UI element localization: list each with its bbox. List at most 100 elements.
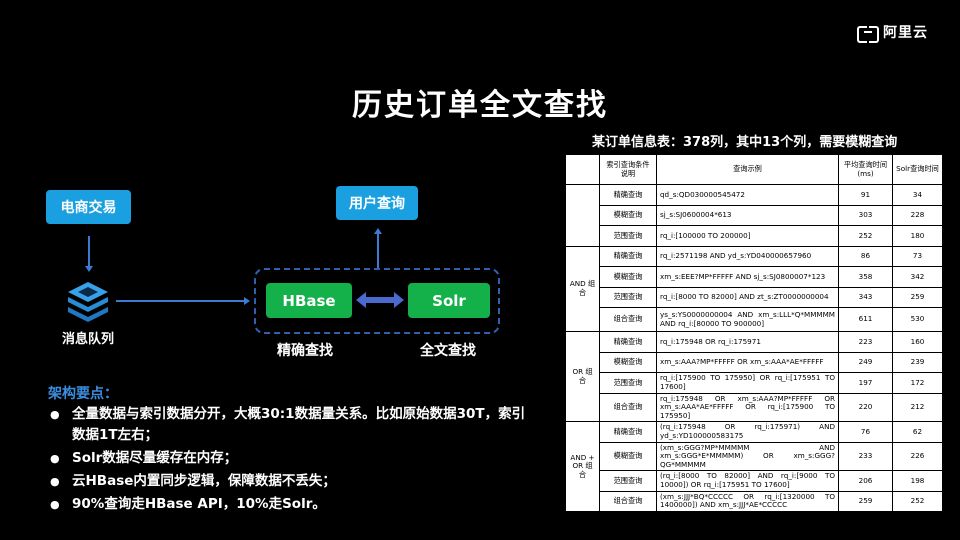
type-cell: 范围查询 xyxy=(599,225,657,247)
solr-cell: 212 xyxy=(892,392,943,422)
table-row: 精确查询 qd_s:QD030000545472 91 34 xyxy=(565,184,943,247)
table-row: OR 组合 精确查询 rq_i:175948 OR rq_i:175971 22… xyxy=(565,331,943,422)
type-cell: 精确查询 xyxy=(599,331,657,353)
brand-logo: 阿里云 xyxy=(857,22,928,43)
example-cell: rq_i:[8000 TO 82000] AND zt_s:ZT00000000… xyxy=(656,286,839,308)
example-cell: rq_i:[100000 TO 200000] xyxy=(656,225,839,247)
example-cell: rq_i:[175900 TO 175950] OR rq_i:[175951 … xyxy=(656,372,839,394)
type-cell: 模糊查询 xyxy=(599,441,657,471)
avg-cell: 303 xyxy=(838,204,893,226)
list-item: 90%查询走HBase API，10%走Solr。 xyxy=(48,494,528,515)
table-row: 范围查询 rq_i:[175900 TO 175950] OR rq_i:[17… xyxy=(566,372,943,394)
solr-cell: 259 xyxy=(892,286,943,308)
table-row: AND + OR 组合 精确查询 (rq_i:175948 OR rq_i:17… xyxy=(565,421,943,512)
avg-cell: 259 xyxy=(838,490,893,512)
example-cell: ys_s:YS0000000004 AND xm_s:LLL*Q*MMMMM A… xyxy=(656,307,839,332)
table-row: 范围查询 (rq_i:[8000 TO 82000] AND rq_i:[900… xyxy=(566,470,943,492)
avg-cell: 343 xyxy=(838,286,893,308)
avg-cell: 91 xyxy=(838,184,893,206)
type-cell: 组合查询 xyxy=(599,307,657,332)
table-row: 模糊查询 (xm_s:GGG?MP*MMMMM AND xm_s:GGG*E*M… xyxy=(566,441,943,471)
table-row: 组合查询 ys_s:YS0000000004 AND xm_s:LLL*Q*MM… xyxy=(566,307,943,332)
example-cell: qd_s:QD030000545472 xyxy=(656,184,839,206)
points-title: 架构要点： xyxy=(48,386,118,402)
avg-cell: 358 xyxy=(838,266,893,288)
aliyun-logo-icon xyxy=(857,25,879,43)
avg-cell: 197 xyxy=(838,372,893,394)
solr-cell: 228 xyxy=(892,204,943,226)
solr-cell: 252 xyxy=(892,490,943,512)
header-cell: Solr查询时间 xyxy=(892,154,943,185)
group-cell: OR 组合 xyxy=(565,331,600,422)
avg-cell: 611 xyxy=(838,307,893,332)
avg-cell: 206 xyxy=(838,470,893,492)
avg-cell: 249 xyxy=(838,351,893,373)
solr-cell: 73 xyxy=(892,245,943,267)
avg-cell: 223 xyxy=(838,331,893,353)
table-header-row: 索引查询条件说明 查询示例 平均查询时间(ms) Solr查询时间 xyxy=(565,154,943,185)
points-list: 全量数据与索引数据分开，大概30:1数据量关系。比如原始数据30T，索引数据1T… xyxy=(48,404,528,517)
avg-cell: 220 xyxy=(838,392,893,422)
example-cell: xm_s:EEE?MP*FFFFF AND sj_s:SJ0800007*123 xyxy=(656,266,839,288)
example-cell: xm_s:AAA?MP*FFFFF OR xm_s:AAA*AE*FFFFF xyxy=(656,351,839,373)
solr-cell: 180 xyxy=(892,225,943,247)
hbase-box: HBase xyxy=(266,283,352,318)
group-cell: AND + OR 组合 xyxy=(565,421,600,512)
storage-group-frame xyxy=(254,268,500,334)
table-row: AND 组合 精确查询 rq_i:2571198 AND yd_s:YD0400… xyxy=(565,245,943,332)
avg-cell: 76 xyxy=(838,421,893,443)
ecommerce-box: 电商交易 xyxy=(46,190,131,224)
sync-arrow-icon xyxy=(356,292,404,308)
queue-label: 消息队列 xyxy=(62,332,115,347)
group-cell: AND 组合 xyxy=(565,245,600,332)
table-row: 组合查询 (xm_s:JJJ*BQ*CCCCC OR rq_i:[1320000… xyxy=(566,490,943,512)
storage-to-user-line xyxy=(377,234,379,268)
solr-cell: 226 xyxy=(892,441,943,471)
list-item: Solr数据尽量缓存在内存； xyxy=(48,448,528,469)
example-cell: (rq_i:[8000 TO 82000] AND rq_i:[9000 TO … xyxy=(656,470,839,492)
table-row: 组合查询 rq_i:175948 OR xm_s:AAA?MP*FFFFF OR… xyxy=(566,392,943,422)
list-item: 云HBase内置同步逻辑，保障数据不丢失； xyxy=(48,471,528,492)
solr-cell: 160 xyxy=(892,331,943,353)
solr-cell: 172 xyxy=(892,372,943,394)
example-cell: (xm_s:JJJ*BQ*CCCCC OR rq_i:[1320000 TO 1… xyxy=(656,490,839,512)
avg-cell: 252 xyxy=(838,225,893,247)
table-row: 范围查询 rq_i:[100000 TO 200000] 252 180 xyxy=(566,225,943,247)
type-cell: 模糊查询 xyxy=(599,266,657,288)
type-cell: 组合查询 xyxy=(599,490,657,512)
table-row: 范围查询 rq_i:[8000 TO 82000] AND zt_s:ZT000… xyxy=(566,286,943,308)
header-cell: 索引查询条件说明 xyxy=(599,154,657,185)
type-cell: 范围查询 xyxy=(599,470,657,492)
solr-box: Solr xyxy=(408,283,490,318)
list-item: 全量数据与索引数据分开，大概30:1数据量关系。比如原始数据30T，索引数据1T… xyxy=(48,404,528,446)
example-cell: (xm_s:GGG?MP*MMMMM AND xm_s:GGG*E*MMMMM)… xyxy=(656,441,839,471)
example-cell: rq_i:175948 OR xm_s:AAA?MP*FFFFF OR xm_s… xyxy=(656,392,839,422)
type-cell: 精确查询 xyxy=(599,245,657,267)
type-cell: 精确查询 xyxy=(599,421,657,443)
example-cell: (rq_i:175948 OR rq_i:175971) AND yd_s:YD… xyxy=(656,421,839,443)
brand-name: 阿里云 xyxy=(883,25,928,41)
solr-cell: 342 xyxy=(892,266,943,288)
ecommerce-to-queue-line xyxy=(88,236,90,266)
example-cell: sj_s:SJ0600004*613 xyxy=(656,204,839,226)
table-title: 某订单信息表：378列，其中13个列，需要模糊查询 xyxy=(592,135,898,150)
type-cell: 模糊查询 xyxy=(599,351,657,373)
user-query-box: 用户查询 xyxy=(336,186,418,220)
avg-cell: 86 xyxy=(838,245,893,267)
message-queue-icon xyxy=(68,282,108,322)
page-title: 历史订单全文查找 xyxy=(352,88,608,123)
table-row: 模糊查询 xm_s:EEE?MP*FFFFF AND sj_s:SJ080000… xyxy=(566,266,943,288)
type-cell: 组合查询 xyxy=(599,392,657,422)
header-cell: 平均查询时间(ms) xyxy=(838,154,893,185)
queue-to-hbase-line xyxy=(116,300,244,302)
type-cell: 精确查询 xyxy=(599,184,657,206)
arrow-down-icon xyxy=(85,266,93,272)
solr-cell: 34 xyxy=(892,184,943,206)
type-cell: 模糊查询 xyxy=(599,204,657,226)
table-row: 模糊查询 xm_s:AAA?MP*FFFFF OR xm_s:AAA*AE*FF… xyxy=(566,351,943,373)
header-cell: 查询示例 xyxy=(656,154,839,185)
solr-cell: 530 xyxy=(892,307,943,332)
group-cell xyxy=(565,184,600,247)
table-row: 模糊查询 sj_s:SJ0600004*613 303 228 xyxy=(566,204,943,226)
example-cell: rq_i:2571198 AND yd_s:YD040000657960 xyxy=(656,245,839,267)
